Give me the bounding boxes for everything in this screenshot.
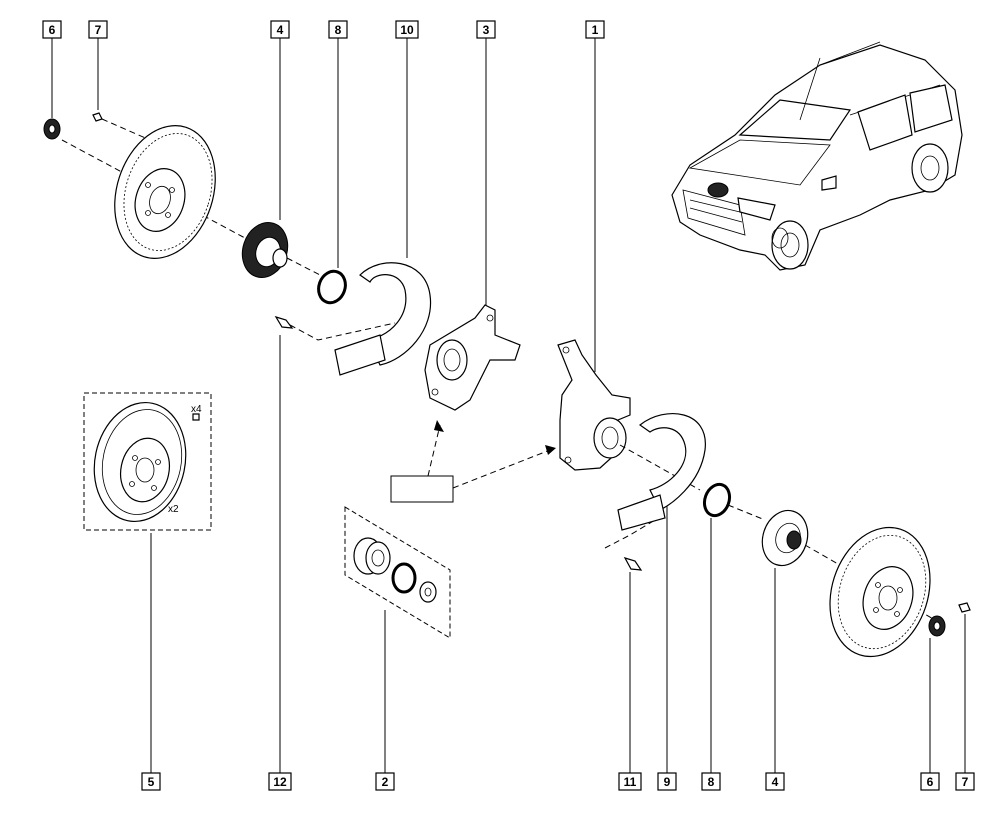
callout-2-bottom[interactable]: 2: [375, 772, 395, 791]
circlip-left: [317, 269, 347, 305]
svg-text:9: 9: [664, 775, 671, 789]
knuckle-reference-box: [390, 420, 556, 503]
disc-screw-right: [958, 602, 971, 613]
wheel-hub-left: [241, 222, 289, 278]
svg-text:8: 8: [708, 775, 715, 789]
svg-text:11: 11: [624, 775, 637, 789]
svg-text:6: 6: [49, 23, 56, 37]
svg-text:5: 5: [148, 775, 155, 789]
steering-knuckle-right: [557, 339, 631, 471]
callout-4-bottom[interactable]: 4: [765, 772, 785, 791]
svg-text:12: 12: [273, 775, 287, 789]
svg-text:7: 7: [95, 23, 102, 37]
bolt-qty-label: x4: [191, 404, 202, 415]
svg-text:7: 7: [962, 775, 969, 789]
bearing-kit: [344, 506, 451, 639]
disc-screw-left: [92, 112, 103, 122]
callout-8-bottom[interactable]: 8: [701, 772, 721, 791]
callout-12-bottom[interactable]: 12: [268, 772, 292, 791]
dust-shield-left: [334, 262, 432, 376]
callout-7-bottom[interactable]: 7: [955, 772, 975, 791]
callout-11-bottom[interactable]: 11: [618, 772, 642, 791]
callout-9-bottom[interactable]: 9: [657, 772, 677, 791]
circlip-right: [702, 482, 732, 518]
callout-4-top[interactable]: 4: [270, 20, 290, 39]
callout-8-top[interactable]: 8: [328, 20, 348, 39]
callout-7-top[interactable]: 7: [88, 20, 108, 39]
svg-text:2: 2: [382, 775, 389, 789]
svg-text:4: 4: [772, 775, 779, 789]
svg-text:10: 10: [400, 23, 414, 37]
callout-5-bottom[interactable]: 5: [141, 772, 161, 791]
steering-knuckle-left: [424, 304, 521, 411]
hub-nut-right: [928, 615, 946, 637]
svg-text:3: 3: [483, 23, 490, 37]
disc-qty-label: x2: [168, 504, 179, 515]
callout-10-top[interactable]: 10: [395, 20, 419, 39]
shield-screw-left: [274, 315, 294, 329]
callout-6-bottom[interactable]: 6: [920, 772, 940, 791]
brake-disc-left: [114, 125, 216, 259]
svg-text:6: 6: [927, 775, 934, 789]
hub-nut-left: [43, 118, 61, 140]
svg-text:8: 8: [335, 23, 342, 37]
svg-text:1: 1: [592, 23, 599, 37]
vehicle-illustration: [671, 41, 963, 271]
brake-disc-kit: x4 x2: [83, 392, 212, 531]
callout-3-top[interactable]: 3: [476, 20, 496, 39]
svg-text:4: 4: [277, 23, 284, 37]
shield-screw-right: [623, 557, 643, 571]
callout-6-top[interactable]: 6: [42, 20, 62, 39]
dust-shield-right: [617, 412, 706, 531]
callout-1-top[interactable]: 1: [585, 20, 605, 39]
brake-disc-right: [829, 526, 931, 658]
wheel-hub-right: [761, 509, 809, 567]
